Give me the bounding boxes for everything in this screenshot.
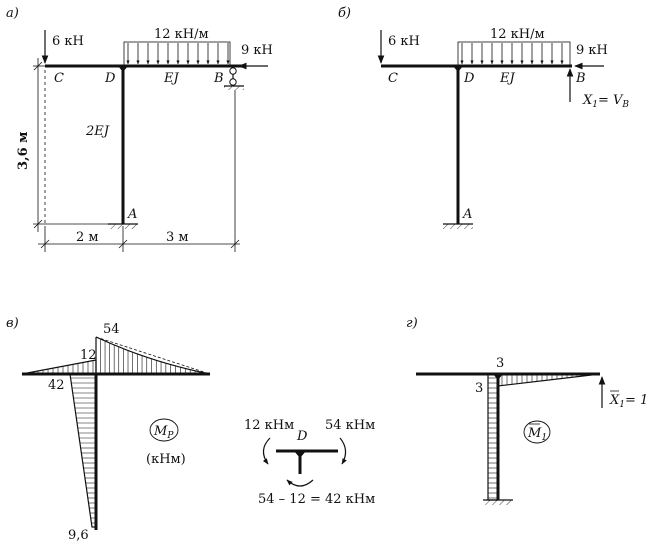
rigid-joint-d-b (453, 66, 463, 72)
dim-span2-label-a: 3 м (166, 230, 189, 245)
m1-unit-force-label: X1= 1 (609, 393, 648, 410)
dim-height-label-a: 3,6 м (16, 132, 31, 170)
node-c-label-a: C (54, 71, 64, 86)
moment-diagram-mp-hatching (27, 339, 206, 524)
mp-value-9-6: 9,6 (68, 528, 89, 543)
load-q-label-a: 12 кН/м (154, 27, 209, 42)
panel-a-label: а) (6, 6, 19, 21)
mp-beam-chord-dashed (95, 336, 211, 375)
stiffness-beam-label-a: EJ (163, 71, 179, 86)
panel-d-label: г) (406, 316, 418, 331)
mp-units-label: (кНм) (146, 452, 186, 467)
m1-badge-circle (523, 420, 551, 444)
distributed-load-b (457, 41, 571, 67)
panel-b-label: б) (338, 6, 351, 21)
load-q-label-b: 12 кН/м (490, 27, 545, 42)
stiffness-column-label-a: 2EJ (85, 124, 110, 139)
node-d-label-a: D (104, 71, 116, 86)
dimension-span-a (38, 90, 240, 252)
roller-support-b-a (224, 67, 244, 90)
mp-badge-circle (149, 418, 179, 442)
node-b-label-a: B (213, 71, 224, 86)
mp-beam-parabola-outline (95, 336, 211, 375)
panel-b: б) 12 кН/м 6 кН 9 кН C D B A EJ X1= VB (338, 6, 629, 229)
panel-d: г) 3 3 M1 X1= 1 (406, 316, 648, 505)
dimension-height-a (33, 58, 110, 232)
stiffness-beam-label-b: EJ (499, 71, 515, 86)
node-d-moment-balance-label: 54 – 12 = 42 кНм (258, 492, 375, 507)
m1-value-left: 3 (475, 381, 483, 396)
mp-value-54: 54 (103, 322, 120, 337)
node-d-moment-right-label: 54 кНм (325, 418, 375, 433)
m1-badge-label: M1 (527, 426, 547, 443)
m1-rigid-joint (493, 374, 503, 380)
rigid-joint-d-a (118, 66, 128, 72)
node-d-label-c: D (296, 429, 308, 444)
panel-c-label: в) (6, 316, 19, 331)
mp-value-12: 12 (80, 348, 97, 363)
node-a-label-b: A (462, 207, 472, 222)
node-d-moment-left-label: 12 кНм (244, 418, 294, 433)
node-c-label-b: C (388, 71, 398, 86)
force-h-label-a: 9 кН (241, 43, 273, 58)
node-a-label-a: A (127, 207, 137, 222)
mp-value-42: 42 (48, 378, 65, 393)
fixed-support-hatch-b (443, 224, 473, 229)
mp-badge-label: MP (153, 424, 174, 441)
node-d-label-b: D (463, 71, 475, 86)
unknown-x1-label-b: X1= VB (582, 93, 629, 110)
distributed-load-a (123, 41, 231, 67)
mp-column-outline (69, 373, 97, 528)
force-h-label-b: 9 кН (576, 43, 608, 58)
m1-beam-outline (497, 373, 601, 387)
force-p-label-b: 6 кН (388, 34, 420, 49)
node-d-equilibrium-sketch (262, 437, 347, 487)
m1-value-top: 3 (496, 356, 504, 371)
force-p-label-a: 6 кН (52, 34, 84, 49)
node-b-label-b: B (575, 71, 586, 86)
m1-fixed-support-hatch (483, 500, 513, 505)
panel-c: в) 54 12 42 9,6 MP (кНм) 12 кНм D 54 (6, 316, 375, 543)
dim-span1-label-a: 2 м (76, 230, 99, 245)
panel-a: а) 12 кН/м 6 кН 9 кН C D B (6, 6, 273, 252)
